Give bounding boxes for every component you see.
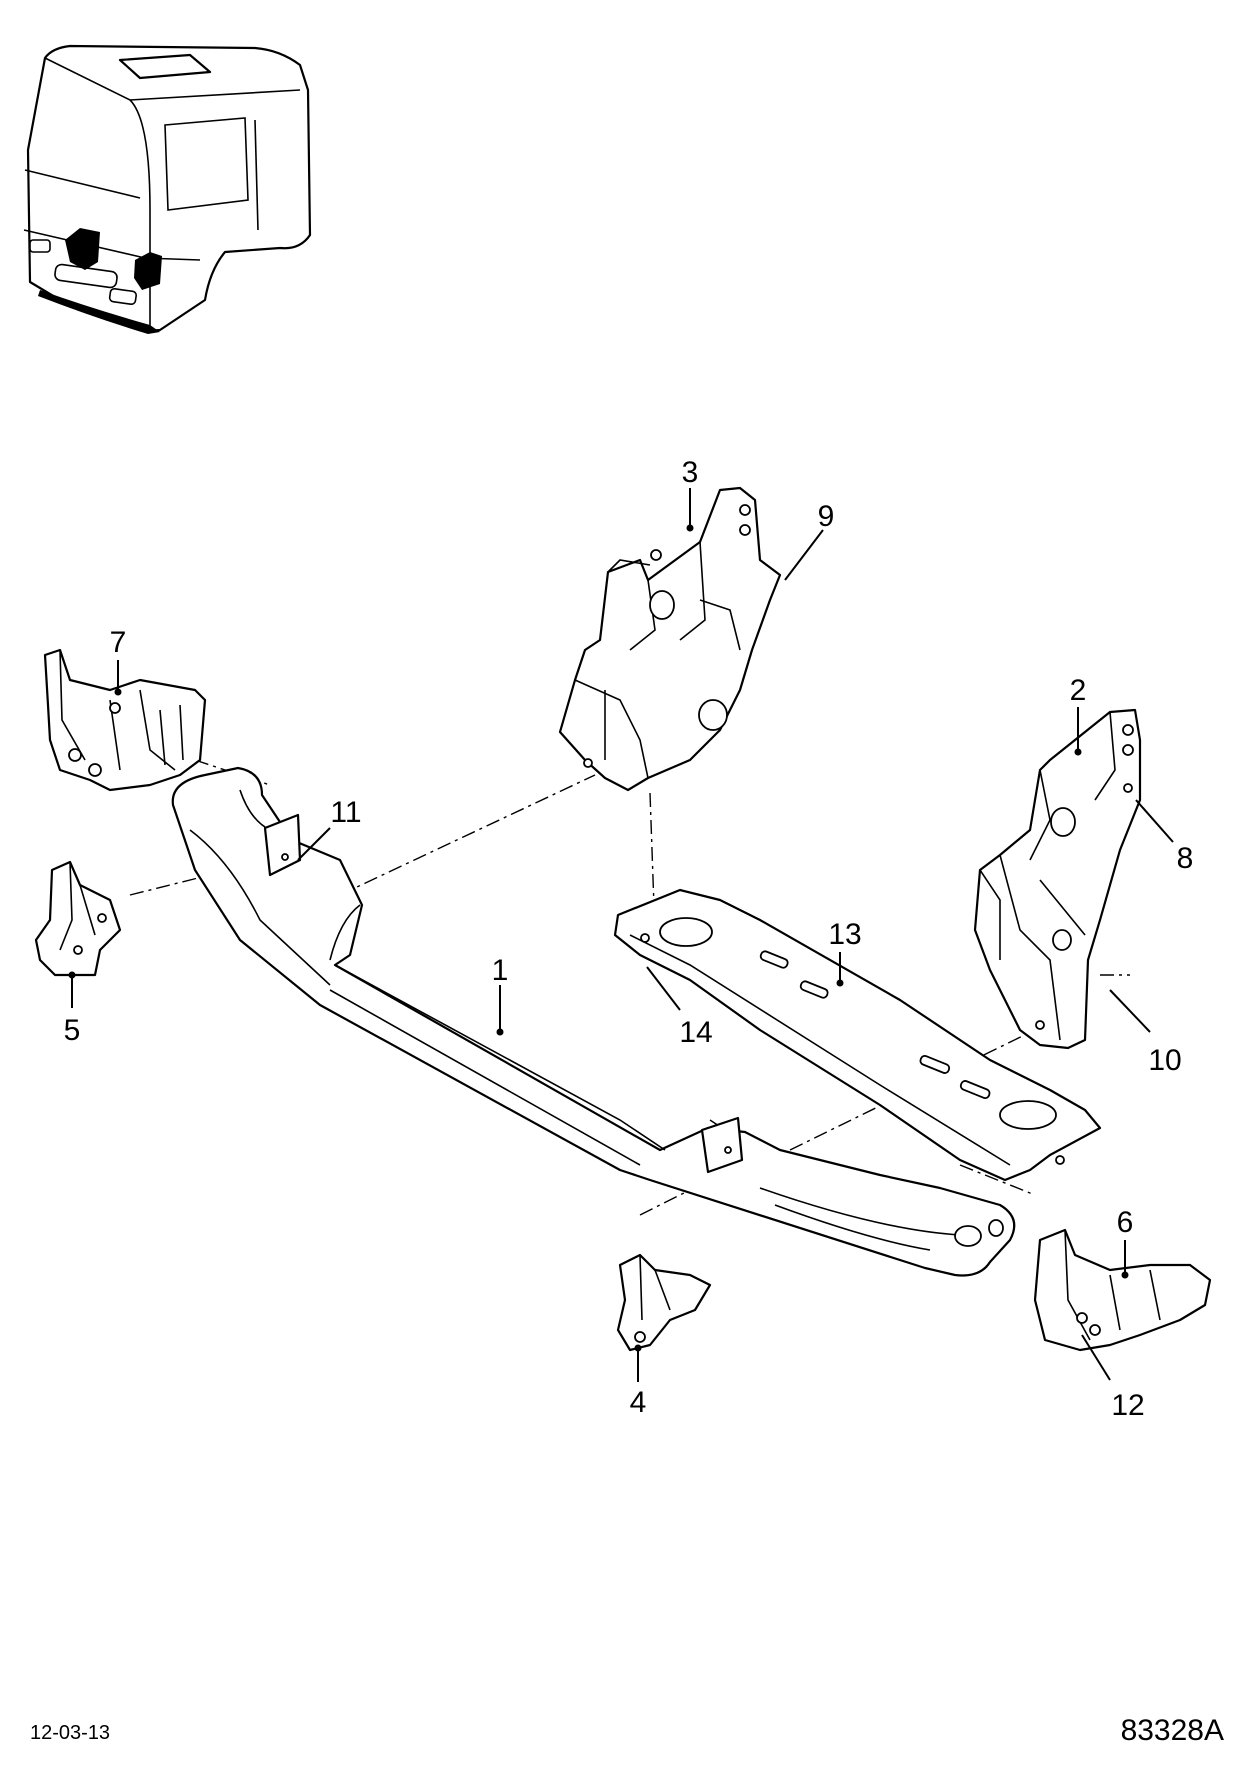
callout-1: 1	[492, 954, 509, 987]
callout-12: 12	[1111, 1389, 1144, 1422]
left-lower-bracket	[34, 860, 122, 977]
callout-13: 13	[828, 918, 861, 951]
callout-3: 3	[682, 456, 699, 489]
callout-2: 2	[1070, 674, 1087, 707]
callout-11: 11	[330, 796, 361, 829]
left-lamp-bracket	[43, 648, 207, 792]
cab-locator-thumbnail	[23, 44, 312, 334]
callout-labels: 1 2 3 4 5 6 7 8 9 10 11 12 13 14	[64, 456, 1194, 1422]
callout-7: 7	[110, 626, 127, 659]
front-cross-member	[171, 766, 1016, 1277]
drawing-number: 83328A	[1120, 1714, 1224, 1747]
left-cab-bracket	[558, 486, 782, 792]
callout-9: 9	[818, 500, 835, 533]
drawing-date-code: 12-03-13	[30, 1722, 111, 1744]
right-cab-bracket	[973, 708, 1142, 1050]
callout-4: 4	[630, 1386, 647, 1419]
reinforcement-plate	[613, 888, 1102, 1182]
callout-10: 10	[1148, 1044, 1181, 1077]
callout-5: 5	[64, 1014, 81, 1047]
callout-8: 8	[1177, 842, 1194, 875]
callout-14: 14	[679, 1016, 712, 1049]
right-lamp-bracket	[1033, 1228, 1212, 1352]
center-lower-bracket	[616, 1253, 712, 1352]
callout-6: 6	[1117, 1206, 1134, 1239]
leader-lines	[68, 488, 1174, 1382]
